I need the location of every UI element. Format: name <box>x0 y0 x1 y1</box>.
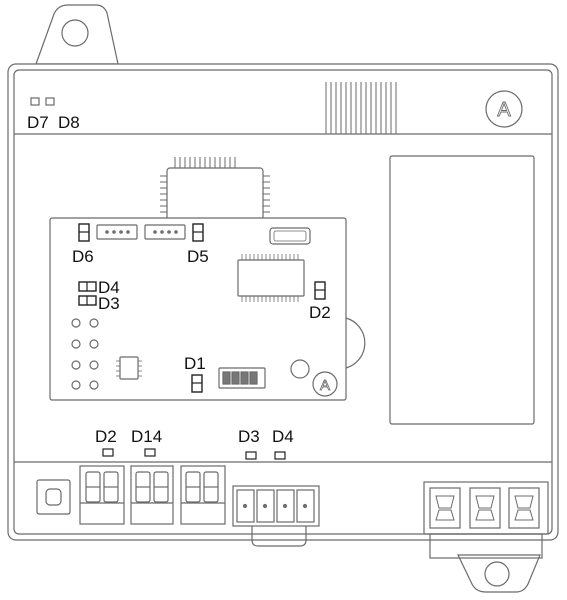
top-mounting-tab <box>35 4 119 65</box>
wifi-module-pins <box>160 157 270 213</box>
pcb-logo-letter: A <box>320 377 330 394</box>
top-mounting-hole <box>61 19 89 47</box>
label-d8: D8 <box>58 113 80 132</box>
display-window <box>389 155 535 425</box>
four-pin-connector[interactable] <box>232 485 320 527</box>
main-ic-pins <box>241 254 299 302</box>
main-pcb <box>49 217 347 401</box>
led-d7 <box>30 97 40 106</box>
top-logo-letter: A <box>497 99 511 121</box>
label-d6: D6 <box>72 247 94 266</box>
push-button[interactable] <box>45 488 62 506</box>
label-d14: D14 <box>131 427 162 446</box>
led-d8 <box>45 97 55 106</box>
connector-clip <box>251 526 307 547</box>
small-chip <box>119 356 139 380</box>
led-d4-bottom <box>274 451 286 460</box>
top-logo-circle <box>485 90 523 128</box>
label-d7: D7 <box>27 113 49 132</box>
label-d3-left: D3 <box>98 294 120 313</box>
terminal-block-3[interactable] <box>180 465 226 525</box>
led-d2-bottom <box>102 448 114 457</box>
label-d2-bottom: D2 <box>95 427 117 446</box>
push-button-housing[interactable] <box>36 479 71 515</box>
terminal-block-1[interactable] <box>79 465 125 525</box>
led-d3-bottom <box>245 451 257 460</box>
housing-inner-outline <box>13 69 553 535</box>
label-d2-right: D2 <box>309 303 331 322</box>
power-terminal-block[interactable] <box>423 481 549 559</box>
label-d4-left: D4 <box>98 278 120 297</box>
dip-switch <box>218 367 266 389</box>
label-d5: D5 <box>187 247 209 266</box>
label-d1: D1 <box>184 354 206 373</box>
maquina-connector <box>144 224 186 240</box>
round-component <box>290 359 310 379</box>
main-ic-chip <box>237 259 305 297</box>
bottom-mounting-tab <box>457 554 541 593</box>
terminal-block-2[interactable] <box>130 465 174 525</box>
led-d14 <box>144 448 156 457</box>
termos-connector <box>96 224 138 240</box>
bottom-mounting-hole <box>484 561 510 587</box>
ventilation-slots <box>325 82 397 134</box>
pcb-side-circle <box>345 317 366 369</box>
pcb-logo-circle <box>312 371 338 397</box>
crystal-component <box>269 227 311 245</box>
label-d4-bottom: D4 <box>272 427 294 446</box>
pad-grid <box>71 318 99 390</box>
label-d3-bottom: D3 <box>238 427 260 446</box>
